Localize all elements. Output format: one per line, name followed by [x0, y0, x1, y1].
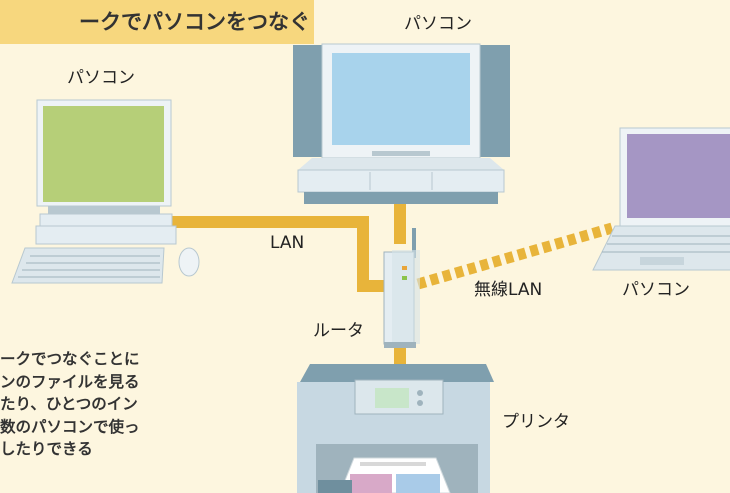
description-line: たり、ひとつのイン — [0, 395, 138, 413]
label-pc-top: パソコン — [404, 14, 472, 34]
mouse-left-pc — [178, 247, 200, 277]
printer — [297, 364, 494, 493]
label-printer: プリンタ — [502, 412, 570, 432]
desktop-pc-top — [293, 43, 510, 204]
description-line: 数のパソコンで使っ — [0, 417, 140, 436]
description-line: したりできる — [0, 440, 93, 458]
screen-top-pc — [332, 53, 470, 145]
page-title: ークでパソコンをつなぐ — [79, 10, 310, 34]
label-router: ルータ — [313, 321, 364, 341]
label-pc-right: パソコン — [622, 280, 690, 300]
wireless-lan-link — [416, 222, 614, 290]
lan-cable-left-pc — [160, 216, 392, 292]
description-line: ークでつなぐことに — [0, 350, 140, 368]
label-lan: LAN — [270, 233, 305, 253]
label-wireless-lan: 無線LAN — [474, 280, 543, 300]
label-pc-left: パソコン — [67, 68, 135, 88]
lan-cables — [160, 198, 406, 370]
description-text: ークでつなぐことに ンのファイルを見る たり、ひとつのイン 数のパソコンで使っ … — [0, 348, 200, 488]
screen-left-pc — [43, 106, 164, 202]
laptop-pc-right — [592, 127, 730, 271]
desktop-pc-left — [11, 99, 200, 284]
router — [383, 228, 420, 348]
keyboard-left-pc — [11, 247, 165, 284]
printer-display — [375, 388, 409, 408]
screen-right-pc — [627, 134, 730, 218]
description-line: ンのファイルを見る — [0, 372, 140, 391]
keyboard-right-pc — [592, 225, 730, 271]
title-banner: ークでパソコンをつなぐ — [0, 0, 314, 44]
